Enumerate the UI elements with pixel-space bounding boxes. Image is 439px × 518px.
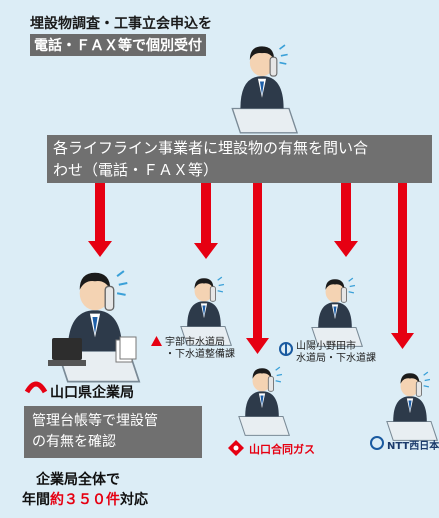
sanyo-onoda-logo-icon (279, 342, 293, 356)
computer-monitor-icon (48, 338, 86, 366)
annual-summary-line-2: 年間約３５０件対応 (22, 490, 148, 510)
annual-summary-line-1: 企業局全体で (36, 472, 120, 488)
gas-label: 山口合同ガス (249, 443, 315, 456)
sanyo-label-line-2: 水道局・下水道課 (296, 353, 376, 364)
annual-summary: 企業局全体で 年間約３５０件対応 (22, 470, 148, 510)
annual-count: 約３５０件 (50, 492, 120, 508)
sanyo-person-illustration (311, 277, 363, 348)
arrow-to-kigyokyoku (88, 183, 112, 257)
inquiry-banner: 各ライフライン事業者に埋設物の有無を問い合 わせ（電話・ＦＡＸ等） (47, 135, 432, 183)
gas-person-illustration (238, 366, 290, 437)
ube-waterworks-logo-icon (151, 336, 162, 346)
arrow-to-gas (246, 183, 269, 354)
ledger-check-line-2: の有無を確認 (32, 434, 116, 450)
inquiry-banner-line-1: 各ライフライン事業者に埋設物の有無を問い合 (53, 139, 369, 157)
annual-suffix: 対応 (120, 492, 148, 508)
arrow-to-ntt (391, 183, 414, 349)
documents-icon (115, 336, 137, 363)
ube-person-illustration (180, 276, 232, 347)
ledger-check-box: 管理台帳等で埋設管 の有無を確認 (24, 406, 202, 458)
yamaguchi-gas-logo-icon (228, 440, 244, 456)
annual-prefix: 年間 (22, 492, 50, 508)
arrow-to-sanyo (334, 183, 358, 257)
ube-label-line-1: 宇部市水道局 (165, 337, 225, 348)
top-person-illustration (231, 44, 298, 134)
ntt-person-illustration (386, 371, 438, 442)
ledger-check-line-1: 管理台帳等で埋設管 (32, 413, 158, 429)
kigyokyoku-label: 山口県企業局 (50, 385, 134, 401)
header-line-1: 埋設物調査・工事立会申込を (30, 16, 212, 32)
ntt-logo-icon (370, 436, 384, 450)
sanyo-label: 山陽小野田市 水道局・下水道課 (296, 341, 376, 365)
sanyo-label-line-1: 山陽小野田市 (296, 341, 356, 352)
yamaguchi-bureau-logo-icon (24, 381, 48, 394)
inquiry-banner-line-2: わせ（電話・ＦＡＸ等） (53, 161, 219, 179)
ube-label: 宇部市水道局 ・下水道整備課 (165, 337, 235, 361)
ube-label-line-2: ・下水道整備課 (165, 349, 235, 360)
header-line-2: 電話・ＦＡＸ等で個別受付 (30, 34, 206, 56)
ntt-label: NTT西日本 (387, 441, 439, 452)
arrow-to-ube (194, 183, 218, 259)
